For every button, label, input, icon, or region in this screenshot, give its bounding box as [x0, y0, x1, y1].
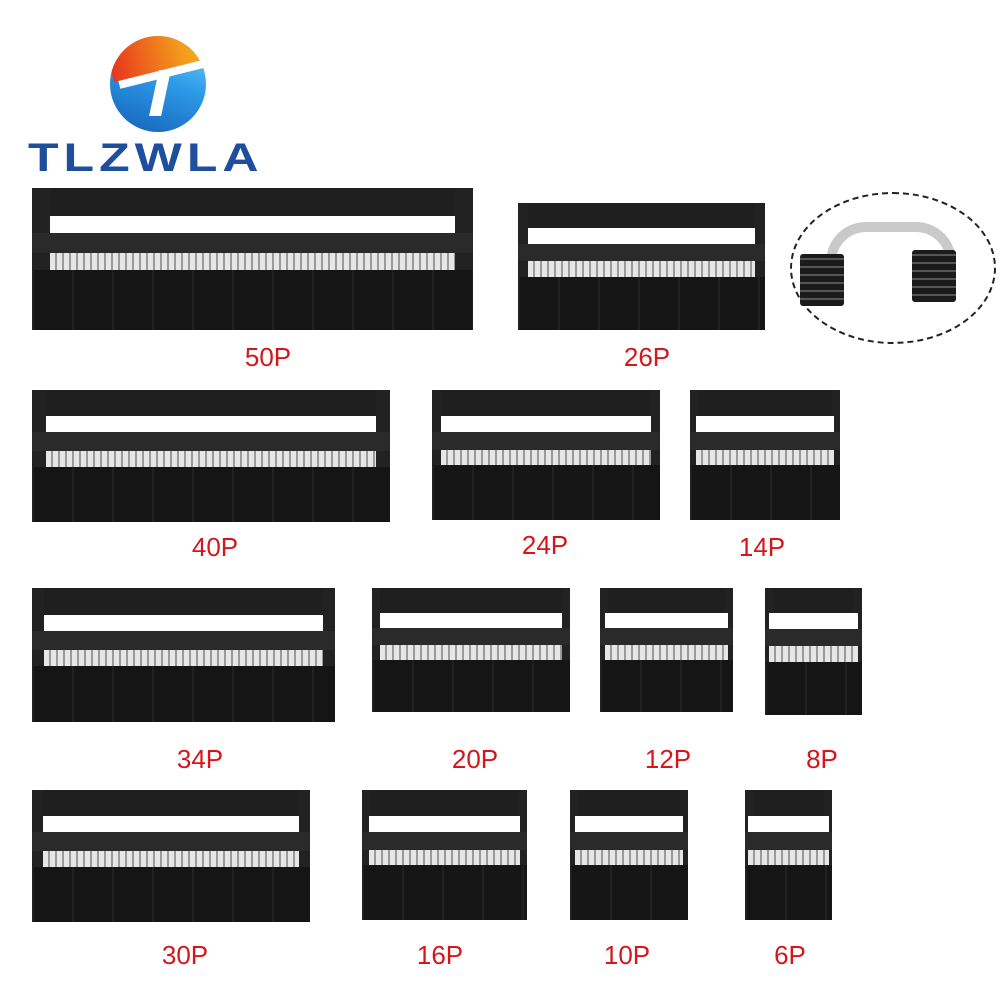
dashed-circle [790, 192, 996, 344]
idc-connector-34p [32, 588, 335, 722]
connector-label: 50P [244, 342, 292, 372]
idc-connector-12p [600, 588, 733, 712]
cable-connector-right [912, 250, 956, 302]
connector-label: 8P [806, 744, 838, 774]
logo-emblem [110, 36, 206, 132]
connector-label: 10P [603, 940, 651, 970]
idc-connector-26p [518, 203, 765, 330]
idc-connector-20p [372, 588, 570, 712]
idc-connector-8p [765, 588, 862, 715]
connector-label: 20P [451, 744, 499, 774]
idc-connector-24p [432, 390, 660, 520]
connector-label: 24P [521, 530, 569, 560]
idc-connector-40p [32, 390, 390, 522]
ribbon-cable [826, 222, 956, 272]
idc-connector-50p [32, 188, 473, 330]
idc-connector-10p [570, 790, 688, 920]
logo-text: TLZWLA [28, 136, 264, 180]
connector-label: 30P [161, 940, 209, 970]
connector-label: 40P [191, 532, 239, 562]
connector-label: 14P [738, 532, 786, 562]
idc-connector-16p [362, 790, 527, 920]
idc-connector-30p [32, 790, 310, 922]
idc-connector-6p [745, 790, 832, 920]
connector-label: 6P [774, 940, 806, 970]
connector-label: 26P [623, 342, 671, 372]
idc-connector-14p [690, 390, 840, 520]
connector-label: 12P [644, 744, 692, 774]
connector-label: 16P [416, 940, 464, 970]
connector-label: 34P [176, 744, 224, 774]
cable-connector-left [800, 254, 844, 306]
